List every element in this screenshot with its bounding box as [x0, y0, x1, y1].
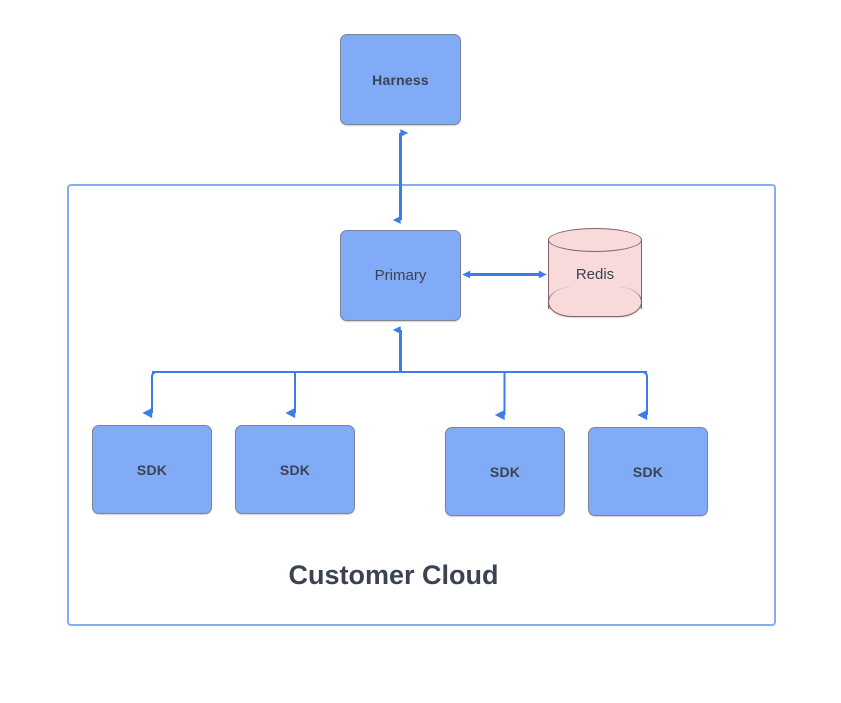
- node-sdk-3-label: SDK: [489, 463, 521, 480]
- node-harness-label: Harness: [372, 71, 429, 88]
- node-sdk-1-label: SDK: [136, 461, 168, 478]
- node-harness[interactable]: Harness: [340, 34, 461, 125]
- node-sdk-2[interactable]: SDK: [235, 425, 355, 514]
- customer-cloud-container: [67, 184, 776, 626]
- node-redis[interactable]: Redis: [548, 228, 642, 320]
- node-sdk-4[interactable]: SDK: [588, 427, 708, 516]
- cylinder-top-shape: [548, 228, 642, 252]
- node-sdk-3[interactable]: SDK: [445, 427, 565, 516]
- node-sdk-4-label: SDK: [632, 463, 664, 480]
- node-sdk-1[interactable]: SDK: [92, 425, 212, 514]
- node-sdk-2-label: SDK: [279, 461, 311, 478]
- customer-cloud-label: Customer Cloud: [288, 560, 499, 590]
- edge-sdk-bus: [142, 326, 648, 421]
- node-primary[interactable]: Primary: [340, 230, 461, 321]
- node-primary-label: Primary: [374, 267, 427, 284]
- node-redis-label: Redis: [575, 265, 615, 283]
- cylinder-bottom-shape: [548, 287, 642, 317]
